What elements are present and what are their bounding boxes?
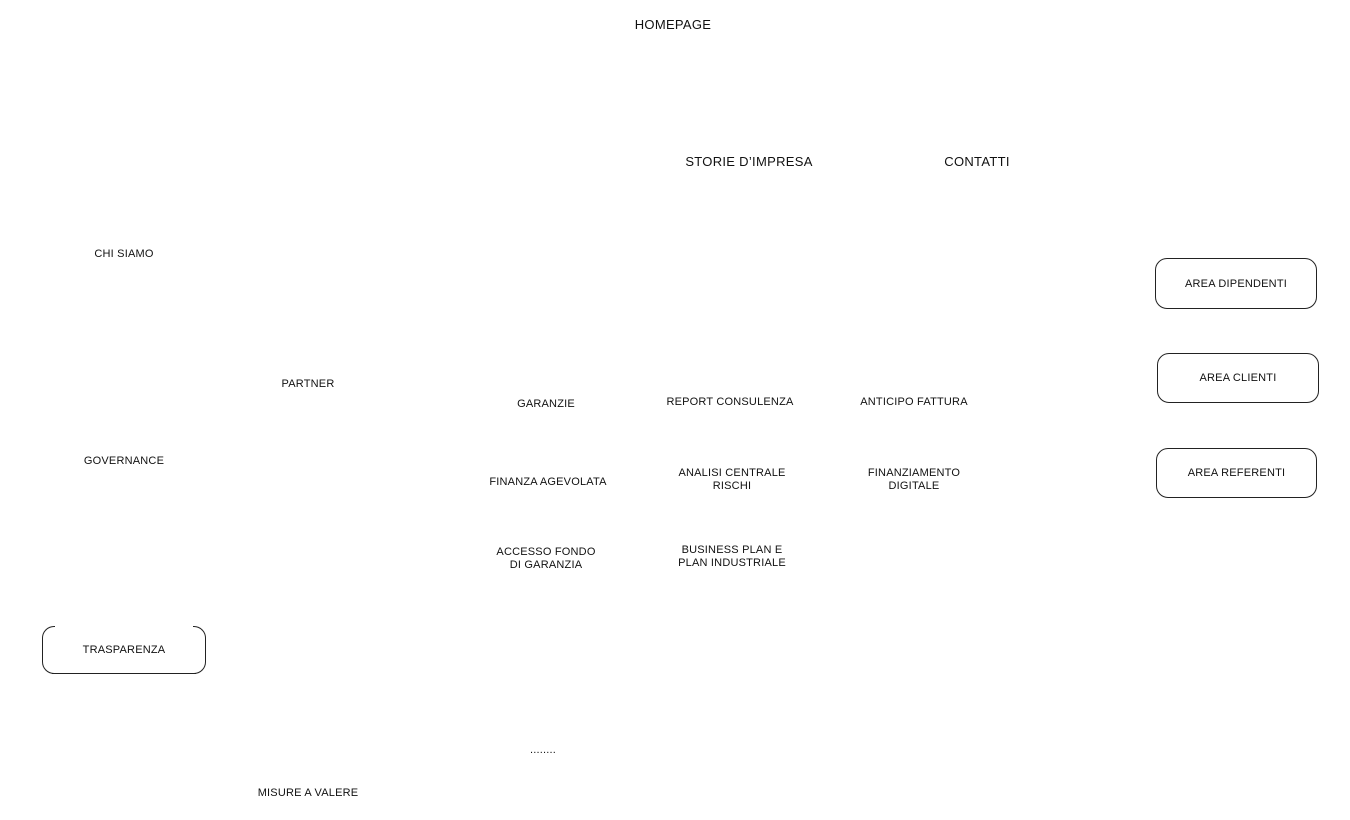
nav-governance[interactable]: GOVERNANCE xyxy=(83,455,165,467)
box-corner xyxy=(42,626,55,639)
service-report-consulenza[interactable]: REPORT CONSULENZA xyxy=(666,396,794,408)
box-edge xyxy=(52,673,196,674)
box-side xyxy=(205,638,206,662)
area-dipendenti-label: AREA DIPENDENTI xyxy=(1184,277,1288,290)
nav-partner[interactable]: PARTNER xyxy=(281,378,335,390)
nav-misure-a-valere[interactable]: MISURE A VALERE xyxy=(257,787,359,799)
box-side xyxy=(42,638,43,662)
trasparenza-label: TRASPARENZA xyxy=(82,644,166,656)
area-referenti-label: AREA REFERENTI xyxy=(1187,467,1286,479)
service-garanzie[interactable]: GARANZIE xyxy=(517,398,575,410)
service-finanziamento-digitale[interactable]: FINANZIAMENTO DIGITALE xyxy=(867,467,961,492)
nav-contatti[interactable]: CONTATTI xyxy=(944,154,1010,169)
area-dipendenti-button[interactable]: AREA DIPENDENTI xyxy=(1155,258,1317,309)
trasparenza-button[interactable]: TRASPARENZA xyxy=(42,626,206,674)
service-analisi-centrale-rischi[interactable]: ANALISI CENTRALE RISCHI xyxy=(678,467,786,492)
service-finanza-agevolata[interactable]: FINANZA AGEVOLATA xyxy=(489,476,607,488)
service-anticipo-fattura[interactable]: ANTICIPO FATTURA xyxy=(860,396,968,408)
service-accesso-fondo-garanzia[interactable]: ACCESSO FONDO DI GARANZIA xyxy=(496,546,596,571)
area-clienti-label: AREA CLIENTI xyxy=(1199,372,1277,384)
area-referenti-button[interactable]: AREA REFERENTI xyxy=(1156,448,1317,498)
service-business-plan[interactable]: BUSINESS PLAN E PLAN INDUSTRIALE xyxy=(678,544,786,569)
page-title: HOMEPAGE xyxy=(634,17,712,32)
area-clienti-button[interactable]: AREA CLIENTI xyxy=(1157,353,1319,403)
more-services-ellipsis[interactable]: ........ xyxy=(529,744,557,756)
nav-chi-siamo[interactable]: CHI SIAMO xyxy=(94,248,154,260)
nav-storie-impresa[interactable]: STORIE D’IMPRESA xyxy=(685,154,813,169)
